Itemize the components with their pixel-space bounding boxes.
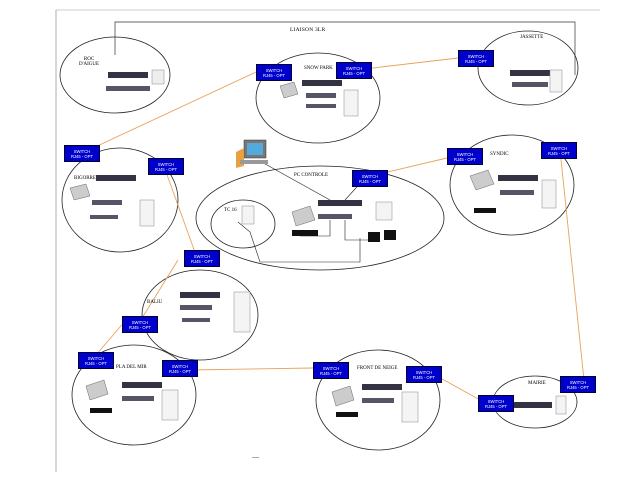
ellipse-pla xyxy=(71,344,197,446)
ellipse-jasette xyxy=(477,30,579,106)
switch-box: SWITCH RJ45 - OPT xyxy=(64,145,100,162)
site-label-mairie: MAIRIE xyxy=(528,381,546,386)
site-label-bigorre: BIGORRE xyxy=(74,176,96,181)
footer-mark: — xyxy=(252,453,259,461)
site-label-baliu: BALIU xyxy=(147,300,163,305)
switch-box: SWITCH RJ45 - OPT xyxy=(478,395,514,412)
ellipse-front xyxy=(315,349,441,451)
switch-box: SWITCH RJ45 - OPT xyxy=(541,142,577,159)
switch-box: SWITCH RJ45 - OPT xyxy=(352,170,388,187)
switch-box: SWITCH RJ45 - OPT xyxy=(148,158,184,175)
ellipse-roc xyxy=(59,36,171,114)
switch-box: SWITCH RJ45 - OPT xyxy=(78,352,114,369)
site-label-pc: PC CONTROLE xyxy=(294,173,329,178)
ellipse-baliu xyxy=(141,269,259,361)
switch-box: SWITCH RJ45 - OPT xyxy=(313,362,349,379)
fiber-links xyxy=(92,57,585,401)
ellipse-bigorre xyxy=(61,147,179,253)
ellipse-syndic xyxy=(449,134,575,236)
diagram-title: LIAISON 3LR xyxy=(290,27,326,33)
switch-box: SWITCH RJ45 - OPT xyxy=(256,64,292,81)
equipment-groups xyxy=(69,69,567,423)
site-label-jasette: JASSETTE xyxy=(520,35,544,40)
switch-box: SWITCH RJ45 - OPT xyxy=(560,376,596,393)
ellipse-pc xyxy=(195,165,445,271)
switch-box: SWITCH RJ45 - OPT xyxy=(336,62,372,79)
site-label-tc: TC 16 xyxy=(224,208,237,213)
switch-box: SWITCH RJ45 - OPT xyxy=(184,250,220,267)
switch-box: SWITCH RJ45 - OPT xyxy=(122,316,158,333)
ellipse-snow xyxy=(255,52,381,144)
liaison-link xyxy=(114,21,576,75)
site-label-roc: ROC D'AIGUE xyxy=(79,57,100,67)
switch-box: SWITCH RJ45 - OPT xyxy=(458,50,494,67)
pc-computer-icon xyxy=(236,139,268,168)
switch-box: SWITCH RJ45 - OPT xyxy=(162,360,198,377)
switch-box: SWITCH RJ45 - OPT xyxy=(447,148,483,165)
site-label-front: FRONT DE NEIGE xyxy=(357,366,398,371)
site-label-syndic: SYNDIC xyxy=(490,152,509,157)
ellipse-tc xyxy=(210,199,276,249)
switch-box: SWITCH RJ45 - OPT xyxy=(406,366,442,383)
site-label-snow: SNOW PARK xyxy=(304,66,333,71)
site-label-pla: PLA DEL MIR xyxy=(116,365,147,370)
